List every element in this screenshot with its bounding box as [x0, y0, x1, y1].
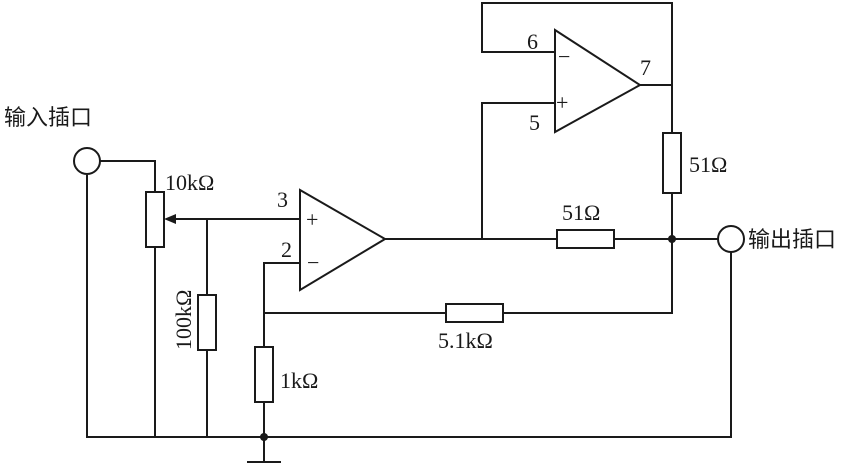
resistor-5-1k: [445, 303, 504, 323]
wires: [86, 2, 732, 463]
op-amp-2: [554, 28, 642, 134]
op1-plus-sign: +: [306, 207, 318, 232]
r5-1k-value-label: 5.1kΩ: [438, 328, 493, 353]
r100k-value-label: 100kΩ: [171, 290, 196, 350]
r51-vertical-value-label: 51Ω: [689, 152, 727, 177]
pin-2-label: 2: [281, 237, 292, 262]
input-port-jack: [73, 147, 101, 175]
wire-op2-output: [639, 84, 673, 134]
pin-6-label: 6: [527, 29, 538, 54]
junction-ground: [260, 433, 268, 441]
pot-value-label: 10kΩ: [165, 170, 214, 195]
op2-minus-sign: −: [558, 44, 570, 69]
resistor-1k: [254, 346, 274, 403]
op2-plus-sign: +: [556, 90, 568, 115]
pin-5-label: 5: [529, 110, 540, 135]
pin-3-label: 3: [277, 187, 288, 212]
wire-node-down: [502, 238, 673, 314]
r1k-value-label: 1kΩ: [280, 368, 318, 393]
wire-input-top: [98, 160, 156, 193]
pot-wiper-arrow: [164, 214, 176, 224]
junction-output-node: [668, 235, 676, 243]
potentiometer-10k: [145, 191, 165, 248]
resistor-51-vertical: [662, 132, 682, 194]
op-amp-1: [299, 188, 387, 292]
wire-ground-bus: [86, 251, 732, 438]
resistor-51-series: [556, 229, 615, 249]
output-port-jack: [717, 225, 745, 253]
wire-op2-feedback: [481, 2, 673, 86]
pin-7-label: 7: [640, 55, 651, 80]
input-port-label: 输入插口: [4, 106, 92, 131]
wire-op1-minus: [263, 262, 301, 348]
op1-minus-sign: −: [307, 250, 319, 275]
output-port-label: 输出插口: [748, 228, 836, 253]
wire-op2-plus: [481, 102, 556, 240]
resistor-100k: [197, 294, 217, 351]
r51-series-value-label: 51Ω: [562, 200, 600, 225]
